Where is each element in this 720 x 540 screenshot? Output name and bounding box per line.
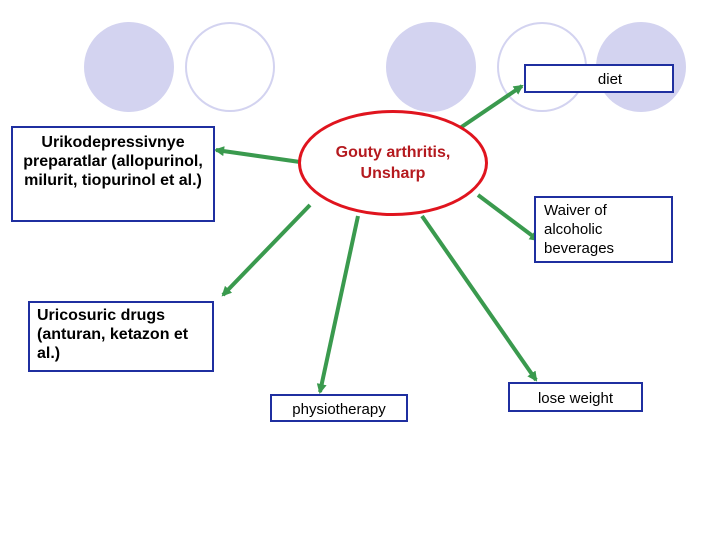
node-physiotherapy: physiotherapy (270, 394, 408, 422)
node-weight-label: lose weight (537, 390, 614, 407)
center-node: Gouty arthritis, Unsharp (298, 110, 488, 216)
arrow-to-diet (458, 84, 524, 130)
node-uricosuric-label: Uricosuric drugs (anturan, ketazon et al… (37, 307, 189, 362)
decorative-circle-2 (185, 22, 275, 112)
arrow-to-uricodepressive (214, 146, 301, 164)
arrow-to-weight (420, 214, 538, 382)
node-diet-label: diet (597, 71, 623, 88)
arrow-to-uricosuric (221, 203, 312, 297)
center-node-label: Gouty arthritis, Unsharp (335, 144, 451, 182)
node-uricodepressive: Urikodepressivnye preparatlar (allopurin… (11, 126, 215, 222)
node-diet: diet (524, 64, 674, 93)
node-uricosuric: Uricosuric drugs (anturan, ketazon et al… (28, 301, 214, 372)
node-uricodepressive-label: Urikodepressivnye preparatlar (allopurin… (23, 134, 203, 189)
decorative-circle-1 (84, 22, 174, 112)
arrow-to-alcohol (476, 193, 540, 242)
arrow-to-physiotherapy (316, 215, 360, 394)
node-alcohol: Waiver of alcoholic beverages (534, 196, 673, 263)
node-weight: lose weight (508, 382, 643, 412)
node-alcohol-label: Waiver of alcoholic beverages (544, 202, 615, 257)
node-physiotherapy-label: physiotherapy (292, 401, 386, 418)
decorative-circle-3 (386, 22, 476, 112)
